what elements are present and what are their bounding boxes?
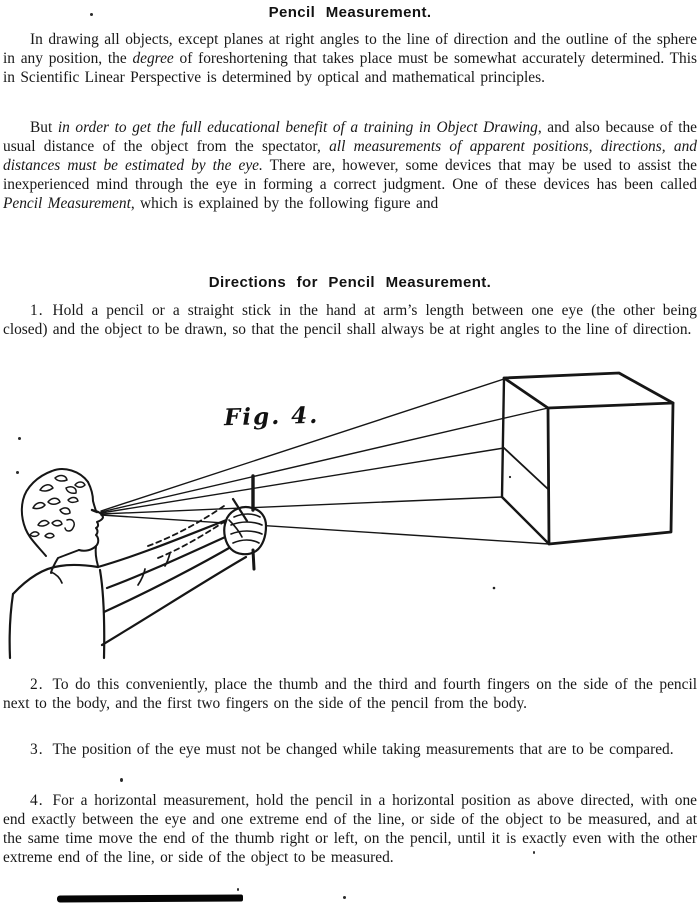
- item-number: 3.: [30, 741, 44, 758]
- scan-speck: [18, 437, 21, 440]
- figure-drawing: [8, 371, 675, 660]
- boy-body: [8, 517, 248, 660]
- direction-item-3: 3. The position of the eye must not be ch…: [3, 740, 697, 759]
- item-number: 4.: [30, 792, 44, 809]
- text-segment: in order to get the full educational ben…: [57, 119, 538, 136]
- boy-head: [20, 468, 104, 574]
- thumb-pointer: [231, 497, 249, 523]
- text-segment: For a horizontal measurement, hold the p…: [3, 792, 697, 866]
- text-segment: Hold a pencil or a straight stick in the…: [3, 302, 697, 338]
- scan-speck: [90, 13, 93, 16]
- directions-heading: Directions for Pencil Measurement.: [208, 274, 492, 291]
- text-segment: There are, however, some devices that ma…: [3, 157, 697, 193]
- scan-artifact-bar: [56, 894, 244, 903]
- text-segment: But: [30, 119, 58, 136]
- text-segment: To do this conveniently, place the thumb…: [3, 676, 697, 712]
- text-segment: degree: [132, 50, 174, 67]
- intro-paragraph-1: In drawing all objects, except planes at…: [3, 30, 697, 87]
- boy-hair: [29, 474, 86, 539]
- scan-speck: [120, 778, 123, 782]
- text-segment: In drawing all objects, except planes at…: [3, 31, 697, 67]
- text-segment: , which is explained by the following fi…: [130, 195, 439, 212]
- direction-item-4: 4.For a horizontal measurement, hold the…: [3, 791, 697, 867]
- text-segment: all measurements of apparent positions, …: [3, 138, 697, 174]
- dashed-lines: [147, 505, 231, 559]
- intro-paragraph-2: But in order to get the full educational…: [3, 118, 697, 213]
- item-number: 1.: [30, 302, 44, 319]
- scan-speck: [533, 851, 535, 854]
- scan-speck: [343, 896, 346, 899]
- direction-item-1: 1.Hold a pencil or a straight stick in t…: [3, 301, 697, 339]
- page-title: Pencil Measurement.: [268, 4, 432, 21]
- direction-item-2: 2.To do this conveniently, place the thu…: [3, 675, 697, 713]
- scan-speck: [237, 888, 239, 891]
- sight-lines-group: [100, 378, 550, 545]
- text-segment: Pencil Measurement: [3, 195, 131, 212]
- text-segment: , and also because of the usual distance…: [3, 119, 697, 155]
- pencil: [231, 474, 256, 571]
- scan-speck: [508, 475, 512, 479]
- text-segment: of foreshortening that takes place must …: [3, 50, 697, 86]
- scan-speck: [16, 471, 19, 474]
- text-segment: The position of the eye must not be chan…: [52, 741, 674, 758]
- scan-speck: [492, 586, 496, 590]
- cube-drawing: [500, 371, 675, 546]
- item-number: 2.: [30, 676, 44, 693]
- figure-label: Fig. 4.: [223, 401, 320, 432]
- boy-hand: [223, 505, 268, 556]
